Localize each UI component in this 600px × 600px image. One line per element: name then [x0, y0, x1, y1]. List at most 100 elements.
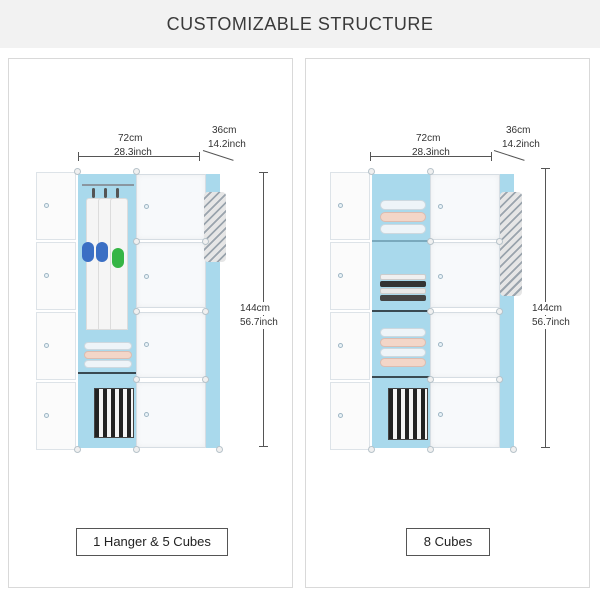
connector — [496, 308, 503, 315]
hanging-scarf — [500, 192, 522, 296]
pillow — [380, 358, 426, 367]
header-band — [0, 0, 600, 48]
shelf — [78, 372, 136, 374]
door-knob — [144, 412, 149, 417]
pillow — [84, 351, 132, 359]
open-door — [330, 242, 370, 310]
connector — [496, 238, 503, 245]
left-width-cm: 72cm — [118, 133, 143, 144]
shelf — [372, 310, 430, 312]
connector — [202, 376, 209, 383]
door-knob — [144, 342, 149, 347]
right-height-cm: 144cm — [532, 302, 563, 315]
pillow — [84, 360, 132, 368]
connector — [133, 238, 140, 245]
connector — [202, 238, 209, 245]
connector — [133, 308, 140, 315]
door-knob — [338, 343, 343, 348]
pillow — [380, 328, 426, 337]
pillow — [380, 212, 426, 222]
connector — [510, 446, 517, 453]
connector — [74, 168, 81, 175]
storage-basket — [388, 388, 428, 440]
connector — [202, 308, 209, 315]
wardrobe-cubes-config — [330, 168, 530, 455]
pillow — [380, 200, 426, 210]
connector — [133, 446, 140, 453]
page-title: CUSTOMIZABLE STRUCTURE — [166, 14, 434, 34]
door-knob — [144, 204, 149, 209]
open-door — [330, 312, 370, 380]
left-width-tick-r — [199, 152, 200, 161]
connector — [133, 168, 140, 175]
closed-door — [136, 174, 206, 240]
door-knob — [144, 274, 149, 279]
right-config-label: 8 Cubes — [406, 528, 490, 556]
connector — [74, 446, 81, 453]
wardrobe-hanger-config — [36, 168, 236, 455]
right-width-cm: 72cm — [416, 133, 441, 144]
connector — [216, 446, 223, 453]
left-height-in: 56.7inch — [240, 316, 278, 329]
pillow — [84, 342, 132, 350]
left-depth-in: 14.2inch — [208, 139, 246, 150]
pillow — [380, 224, 426, 234]
door-knob — [438, 342, 443, 347]
open-door — [36, 382, 76, 450]
closed-door — [136, 382, 206, 448]
left-height-cm: 144cm — [240, 302, 271, 315]
open-door — [330, 382, 370, 450]
right-height-tick-b — [541, 447, 550, 448]
hanger-hook — [104, 188, 107, 198]
connector — [427, 238, 434, 245]
hanging-rod — [82, 184, 134, 186]
open-door — [36, 312, 76, 380]
folded-clothes — [380, 288, 426, 294]
open-door — [330, 172, 370, 240]
connector — [427, 308, 434, 315]
connector — [427, 376, 434, 383]
right-width-tick-r — [491, 152, 492, 161]
shelf — [372, 240, 430, 242]
pillow — [380, 348, 426, 357]
closed-door — [430, 382, 500, 448]
door-knob — [44, 343, 49, 348]
door-knob — [438, 204, 443, 209]
right-width-in: 28.3inch — [412, 147, 450, 158]
right-height-in: 56.7inch — [532, 316, 570, 329]
left-width-line — [78, 156, 200, 157]
connector — [133, 376, 140, 383]
right-width-tick-l — [370, 152, 371, 161]
connector — [496, 376, 503, 383]
folded-clothes — [380, 295, 426, 301]
door-knob — [338, 203, 343, 208]
blue-hanger — [96, 242, 108, 262]
left-width-tick-l — [78, 152, 79, 161]
connector — [368, 168, 375, 175]
pillow — [380, 338, 426, 347]
left-config-label: 1 Hanger & 5 Cubes — [76, 528, 228, 556]
left-depth-cm: 36cm — [212, 125, 237, 136]
door-knob — [44, 203, 49, 208]
green-hanger — [112, 248, 124, 268]
connector — [427, 168, 434, 175]
right-depth-cm: 36cm — [506, 125, 531, 136]
connector — [368, 446, 375, 453]
right-depth-in: 14.2inch — [502, 139, 540, 150]
door-knob — [338, 413, 343, 418]
hanger-hook — [92, 188, 95, 198]
door-knob — [44, 273, 49, 278]
closed-door — [430, 312, 500, 378]
open-door — [36, 242, 76, 310]
shelf — [372, 376, 430, 378]
left-width-in: 28.3inch — [114, 147, 152, 158]
left-height-tick-b — [259, 446, 268, 447]
hanging-scarf — [204, 192, 226, 262]
storage-basket — [94, 388, 134, 438]
folded-clothes — [380, 281, 426, 287]
blue-hanger — [82, 242, 94, 262]
folded-clothes — [380, 274, 426, 280]
right-height-tick-t — [541, 168, 550, 169]
door-knob — [438, 412, 443, 417]
connector — [427, 446, 434, 453]
